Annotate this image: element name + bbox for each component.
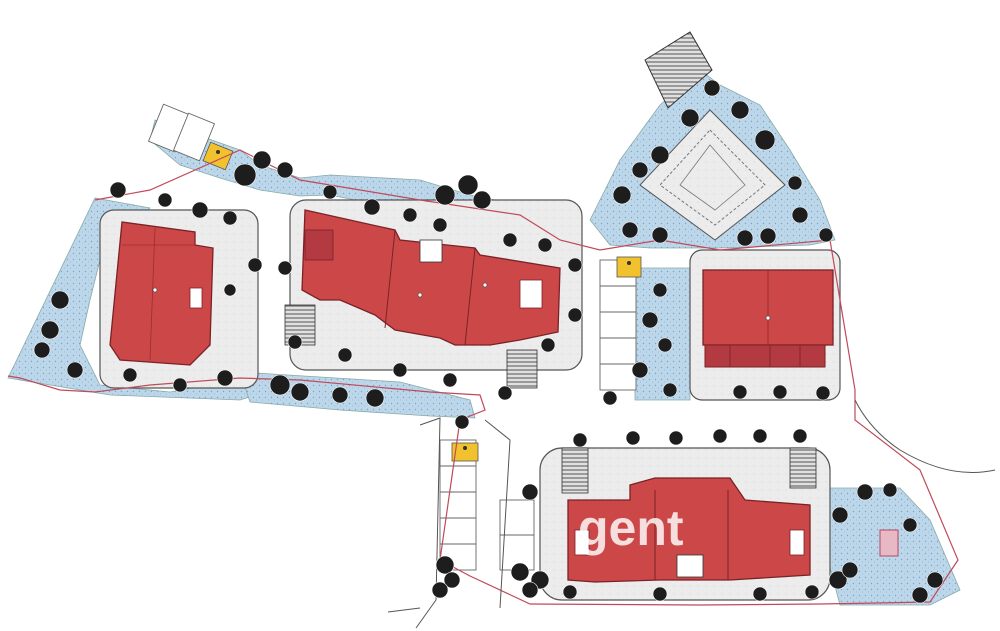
trees	[33, 79, 944, 604]
watermark-text: gent	[578, 500, 684, 556]
rectangle-pool-icon	[879, 529, 899, 557]
wheelchair-icon	[616, 256, 642, 278]
road-edges	[387, 399, 996, 629]
block-south	[567, 477, 811, 583]
site-boundary	[7, 149, 959, 606]
hatched-structure	[644, 31, 713, 109]
parking-bays	[147, 103, 637, 571]
block-west	[109, 221, 214, 366]
block-east	[702, 269, 834, 368]
block-central	[301, 209, 561, 346]
wheelchair-icon	[451, 442, 479, 462]
